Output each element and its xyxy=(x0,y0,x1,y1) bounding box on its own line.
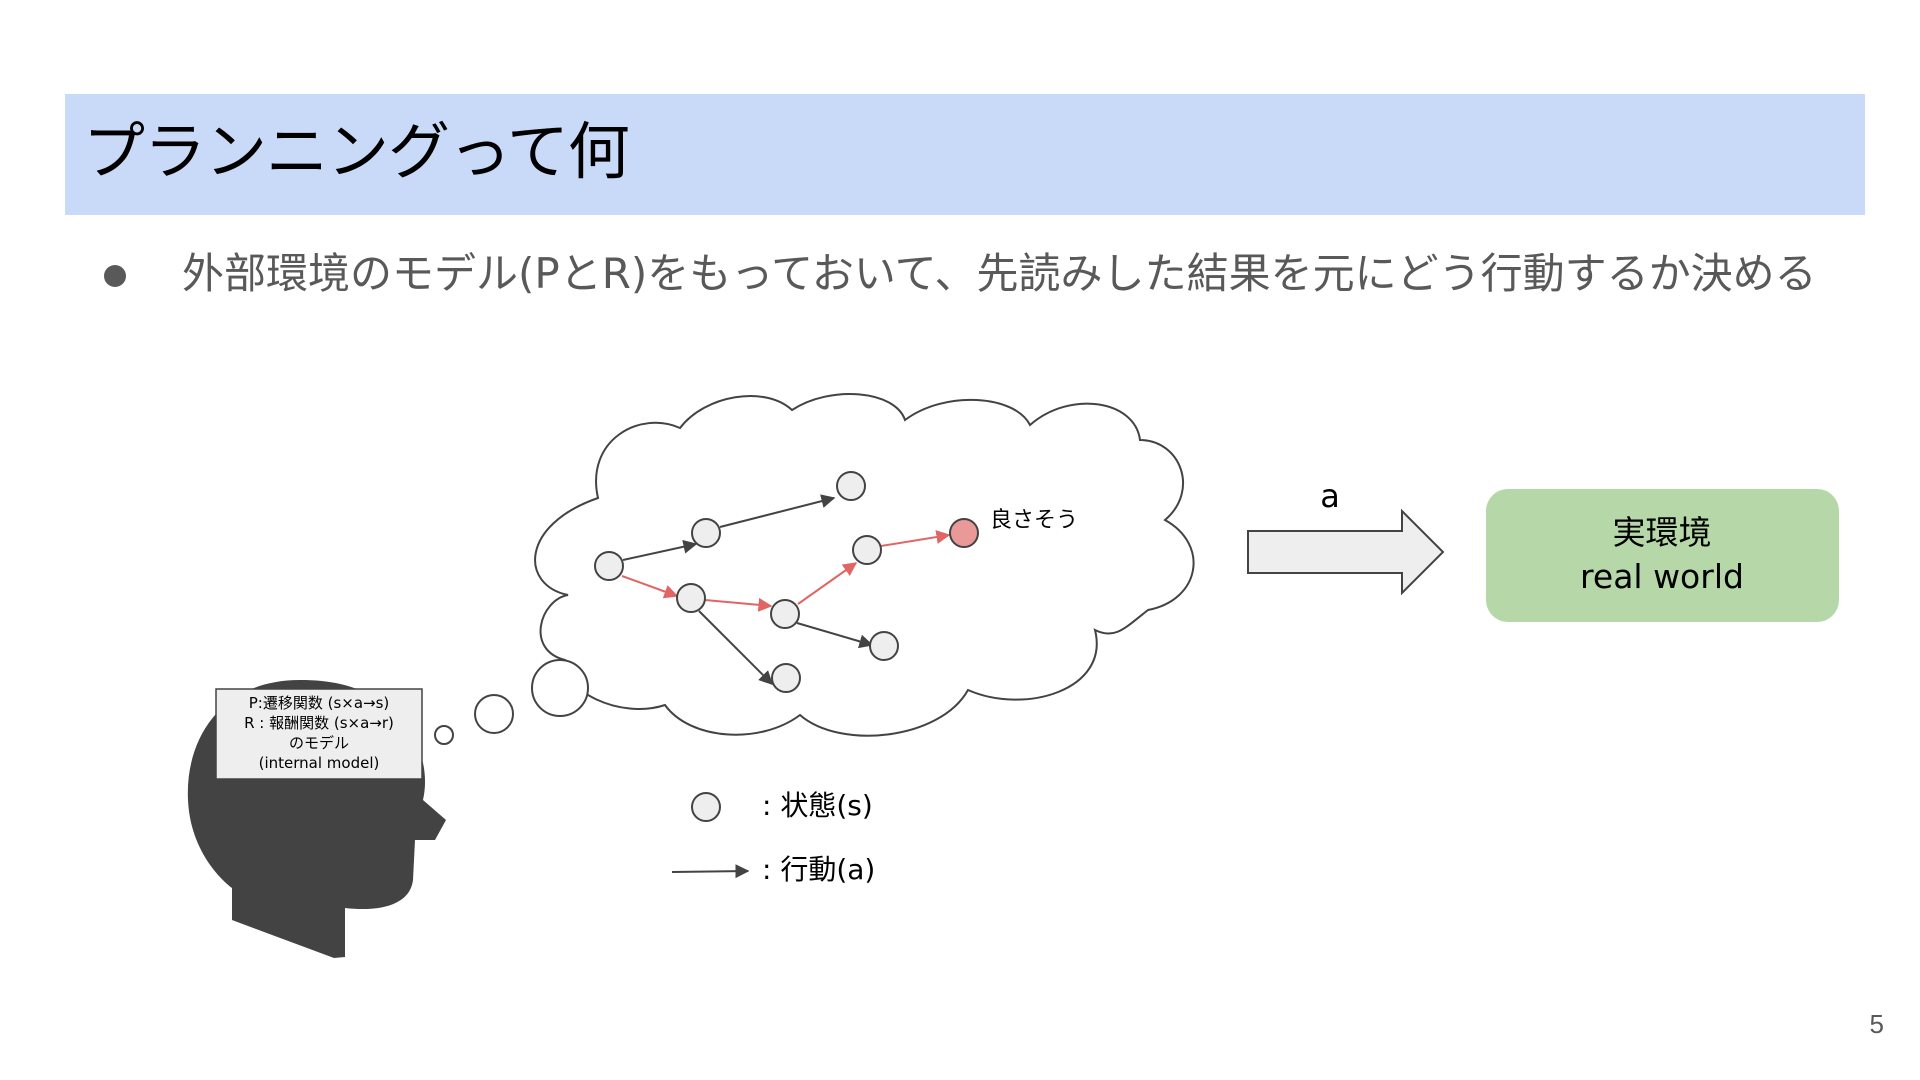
slide-title: プランニングって何 xyxy=(83,115,630,188)
planned-action-edge xyxy=(704,597,773,612)
internal-model-line4: (internal model) xyxy=(259,754,380,772)
thought-cloud xyxy=(534,393,1195,737)
state-node xyxy=(676,583,706,613)
planned-action-edge xyxy=(880,530,951,547)
action-arrow xyxy=(1247,508,1445,596)
internal-model-line3: のモデル xyxy=(289,734,349,752)
action-edge xyxy=(719,494,836,528)
real-world-label-en: real world xyxy=(1580,557,1744,596)
action-edge xyxy=(796,622,874,649)
bullet-text: 外部環境のモデル(PとR)をもっておいて、先読みした結果を元にどう行動するか決め… xyxy=(182,249,1817,298)
legend-state-icon xyxy=(691,792,721,822)
planned-action-edge xyxy=(621,575,679,599)
internal-model-box xyxy=(215,688,423,780)
good-state-label: 良さそう xyxy=(990,508,1078,533)
page-number: 5 xyxy=(1869,1009,1884,1039)
legend-state-label: : 状態(s) xyxy=(762,789,873,822)
state-node xyxy=(852,535,882,565)
state-node xyxy=(691,518,721,548)
good-state-node xyxy=(949,518,979,548)
state-node xyxy=(771,663,801,693)
state-node xyxy=(770,599,800,629)
internal-model-line2: R : 報酬関数 (s×a→r) xyxy=(244,714,394,732)
planned-action-edge xyxy=(797,562,858,605)
state-node xyxy=(836,471,866,501)
title-bar: プランニングって何 xyxy=(65,94,1865,215)
action-arrow-label: a xyxy=(1320,477,1340,515)
action-edge xyxy=(622,539,698,561)
thought-bubble-large xyxy=(531,659,589,717)
internal-model-line1: P:遷移関数 (s×a→s) xyxy=(249,694,390,712)
thought-bubble-small xyxy=(434,725,454,745)
state-node xyxy=(869,631,899,661)
action-edge xyxy=(698,610,773,685)
real-world-box xyxy=(1486,489,1839,622)
state-node xyxy=(594,551,624,581)
bullet-marker xyxy=(104,265,126,287)
legend-action-icon xyxy=(671,864,750,879)
legend-action-label: : 行動(a) xyxy=(762,853,875,886)
real-world-label-ja: 実環境 xyxy=(1613,513,1712,552)
thought-bubble-medium xyxy=(474,694,514,734)
